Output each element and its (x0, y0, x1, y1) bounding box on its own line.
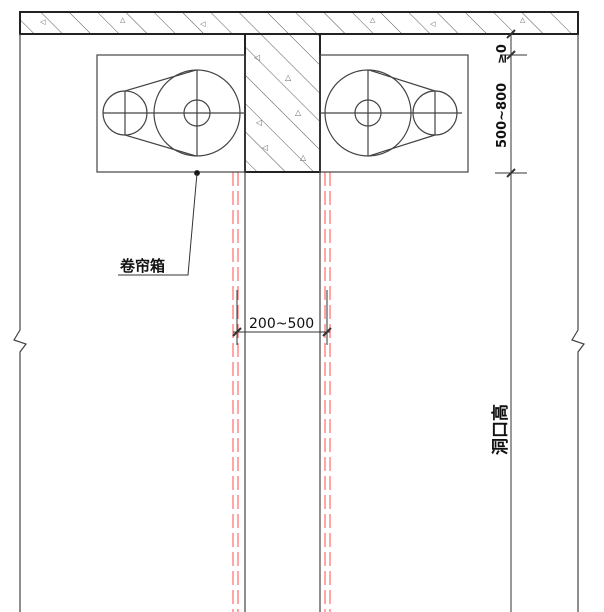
svg-text:△: △ (285, 73, 292, 82)
svg-text:△: △ (370, 16, 376, 24)
gap-dimension-text: 200~500 (249, 316, 314, 332)
svg-text:◁: ◁ (261, 143, 268, 152)
roller-box-left (96, 54, 246, 173)
opening-height-text: 洞口高 (490, 404, 511, 455)
svg-text:◁: ◁ (430, 20, 436, 28)
gap-dimension-line (232, 290, 332, 345)
svg-text:△: △ (295, 108, 302, 117)
concrete-lintel: ◁ △ ◁ △ ◁ △ (244, 33, 321, 173)
top-clearance-text: ≥0 (495, 44, 510, 64)
box-height-text: 500~800 (495, 83, 510, 148)
svg-text:△: △ (520, 16, 526, 24)
wall-lines (13, 34, 585, 612)
roller-box-right (319, 54, 469, 173)
svg-text:◁: ◁ (253, 53, 260, 62)
svg-text:△: △ (300, 153, 307, 162)
svg-text:◁: ◁ (40, 18, 46, 26)
concrete-slab: ◁ △ ◁ △ ◁ △ (19, 11, 579, 35)
guide-rail-lines (232, 172, 331, 612)
roller-box-leader (118, 170, 200, 276)
svg-text:◁: ◁ (255, 118, 262, 127)
svg-text:◁: ◁ (200, 20, 206, 28)
vertical-dimension-line (495, 29, 527, 612)
svg-text:△: △ (120, 16, 126, 24)
roller-box-label: 卷帘箱 (119, 257, 165, 275)
